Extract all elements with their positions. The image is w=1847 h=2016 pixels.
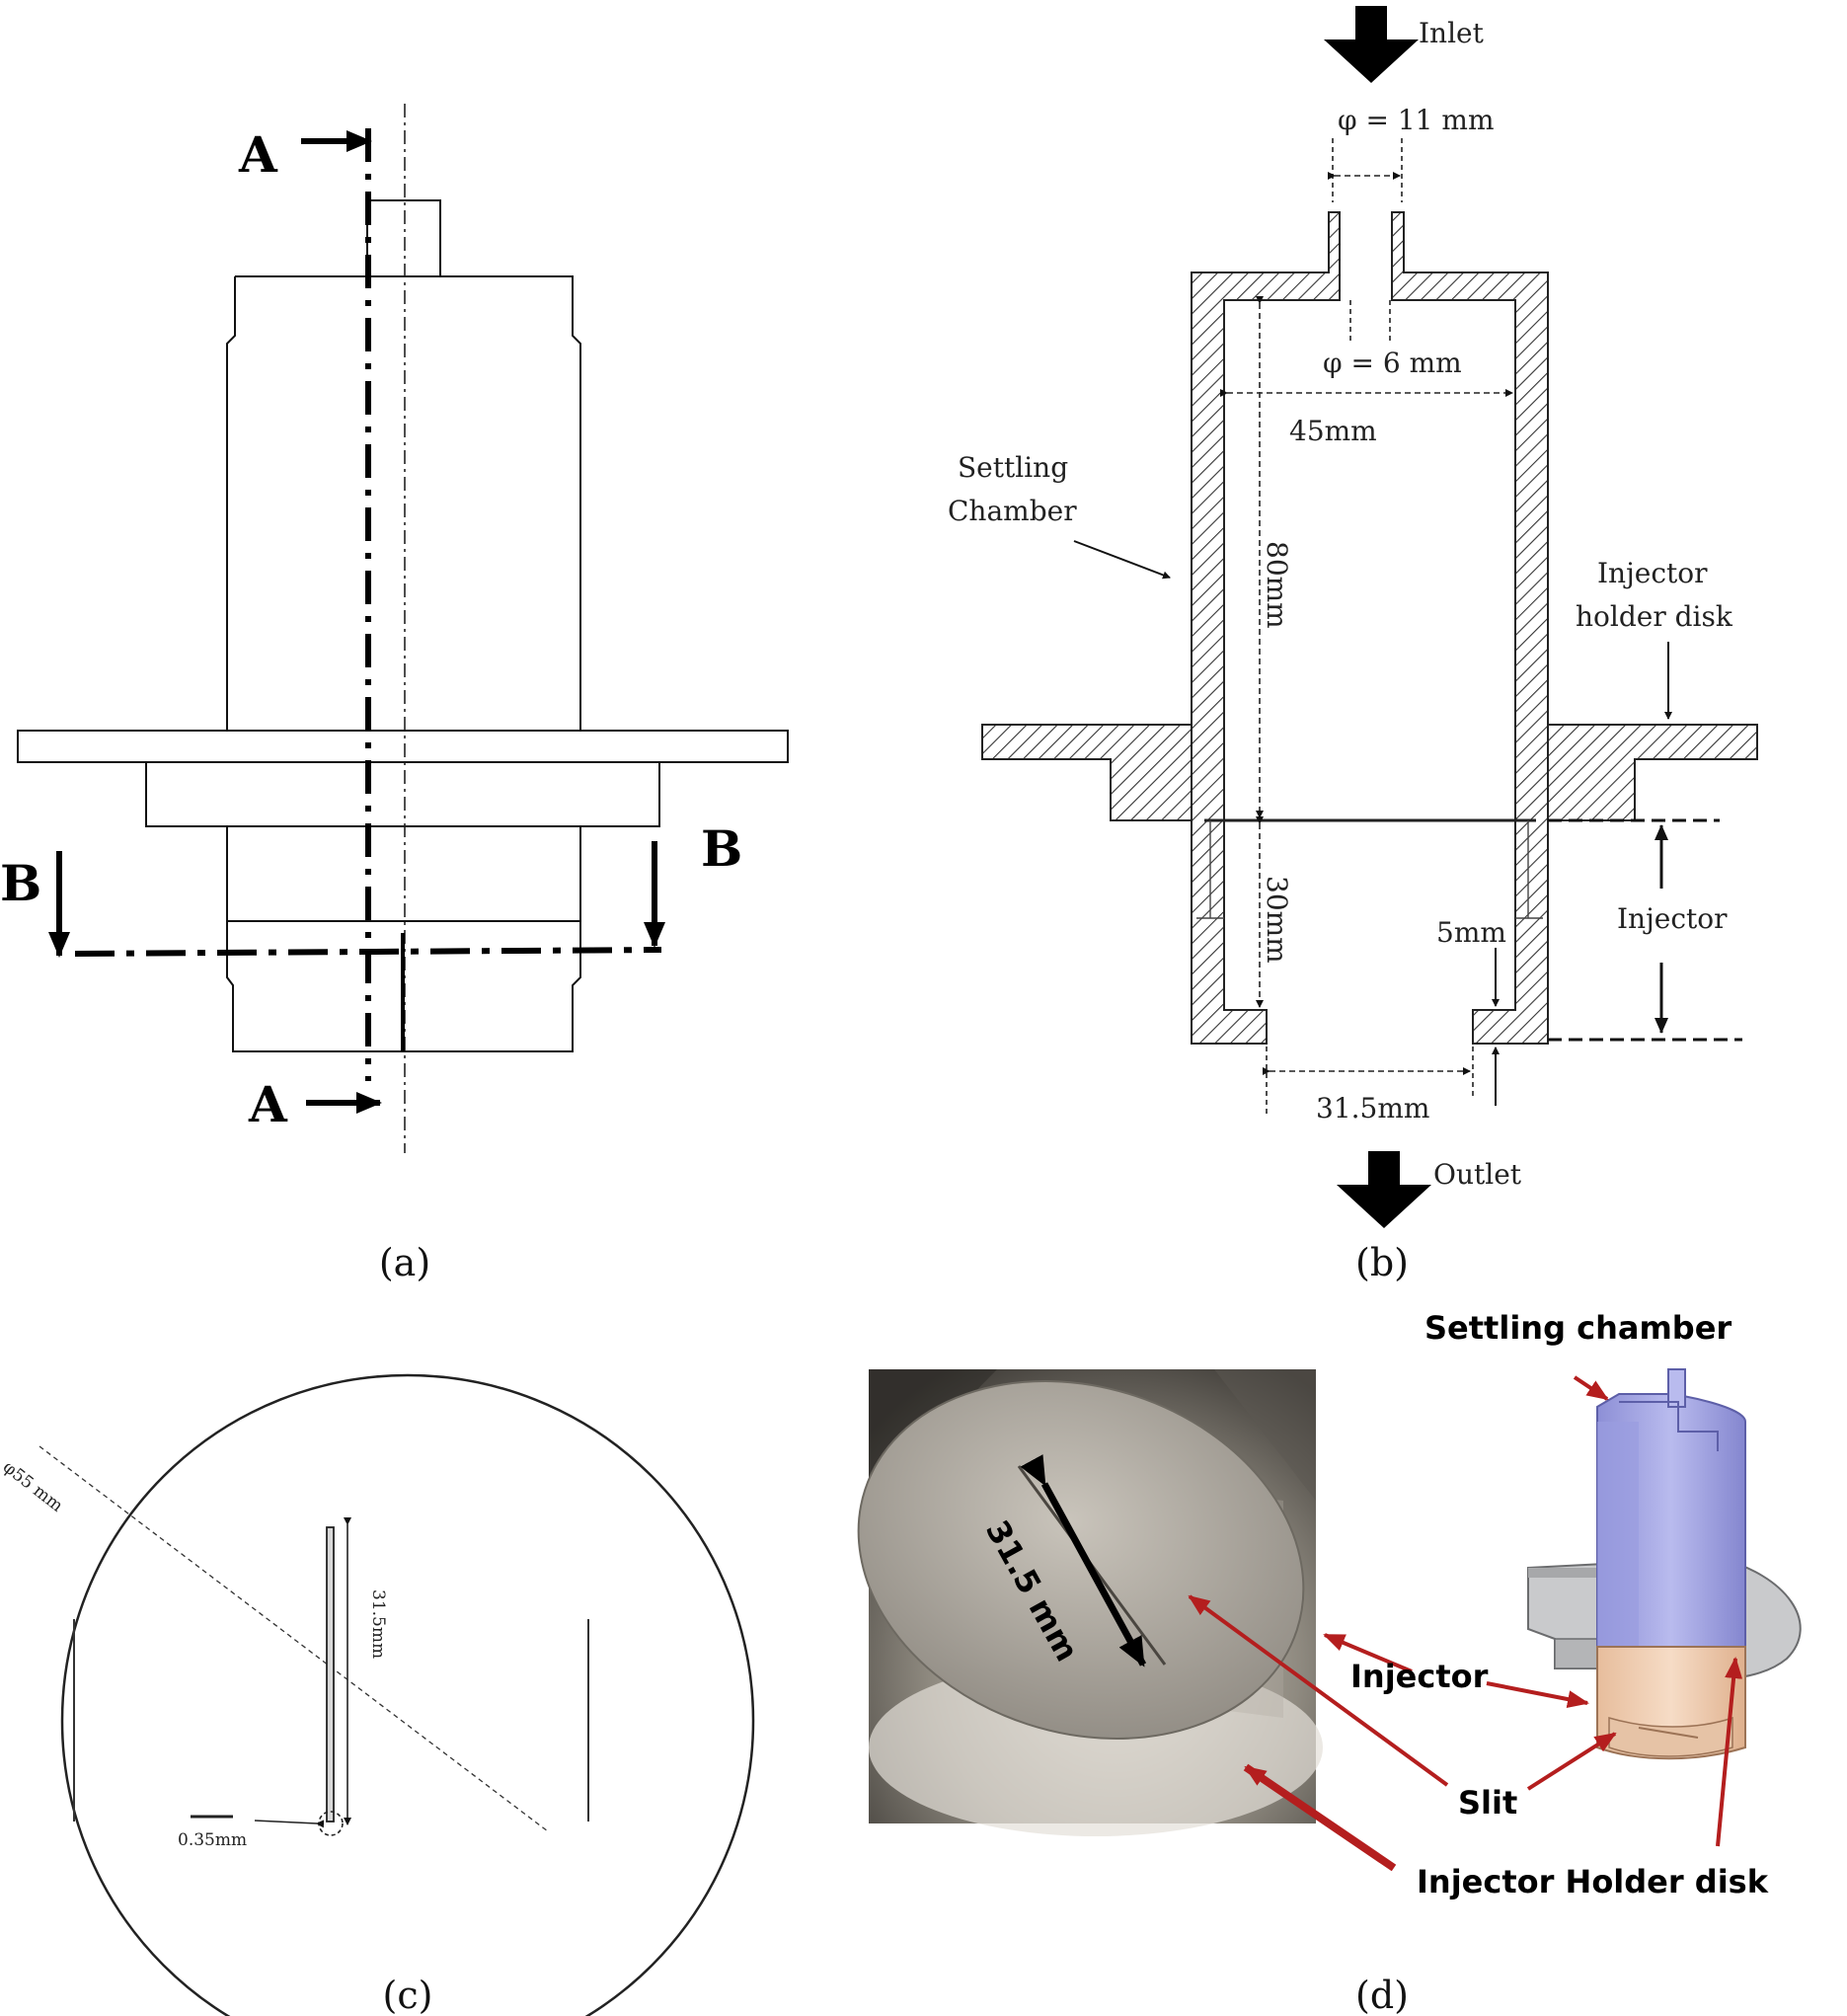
lower-body-outline — [226, 826, 581, 922]
outlet-label: Outlet — [1433, 1158, 1522, 1191]
injector-label-b: Injector — [1617, 902, 1728, 935]
dim-width: 45mm — [1289, 415, 1377, 447]
holder-disk-label-d: Injector Holder disk — [1417, 1863, 1769, 1900]
chamber-wall-right — [1391, 211, 1549, 1045]
slit-width-leader — [254, 1820, 325, 1828]
flange-collar-outline — [145, 761, 660, 827]
panel-b-drawing — [981, 6, 1758, 1228]
outlet-arrow-icon — [1337, 1151, 1431, 1228]
dim-slit-width-c: 0.35mm — [178, 1830, 247, 1850]
holder-disk-label-2: holder disk — [1576, 600, 1733, 633]
top-nozzle-outline — [366, 199, 441, 276]
settling-chamber-label-d: Settling chamber — [1424, 1309, 1732, 1347]
caption-d: (d) — [1355, 1974, 1409, 2016]
inlet-label: Inlet — [1419, 17, 1485, 49]
injector-label-d: Injector — [1350, 1658, 1489, 1695]
section-label-b-left: B — [0, 854, 41, 912]
injector-photo — [857, 1369, 1323, 1836]
panel-c-drawing — [38, 1373, 755, 2016]
dim-bottom-thickness: 5mm — [1436, 916, 1506, 949]
dim-slit-length-c: 31.5mm — [368, 1590, 388, 1659]
settling-chamber-label-1: Settling — [958, 451, 1068, 484]
dim-inlet-outer: φ = 11 mm — [1338, 104, 1495, 136]
cad-cutaway — [1527, 1368, 1802, 1760]
section-label-a-top: A — [238, 125, 278, 184]
holder-disk-right — [1547, 724, 1758, 821]
section-line-b — [74, 947, 662, 957]
holder-disk-left — [981, 724, 1193, 821]
upper-body-outline — [226, 275, 581, 731]
settling-chamber-label-2: Chamber — [948, 495, 1077, 527]
slit — [326, 1526, 335, 1822]
dim-height-chamber: 80mm — [1261, 541, 1293, 629]
slit-label-d: Slit — [1458, 1784, 1517, 1822]
holder-disk-label-1: Injector — [1597, 557, 1708, 589]
holder-flange-outline — [17, 730, 789, 763]
dim-diameter-c: φ55 mm — [0, 1457, 66, 1516]
section-label-a-bottom: A — [248, 1075, 288, 1133]
dim-outlet-width: 31.5mm — [1316, 1092, 1429, 1124]
dim-height-injector: 30mm — [1261, 876, 1293, 964]
caption-b: (b) — [1355, 1241, 1409, 1284]
dim-inlet-inner: φ = 6 mm — [1323, 347, 1462, 379]
section-label-b-right: B — [701, 819, 742, 878]
inlet-arrow-icon — [1324, 6, 1419, 83]
panel-a-drawing — [17, 104, 789, 1153]
caption-a: (a) — [379, 1241, 430, 1284]
injector-face-circle — [60, 1373, 755, 2016]
photo-dim-arrow — [1020, 1454, 1147, 1667]
caption-c: (c) — [383, 1974, 433, 2016]
red-annotations — [1188, 1375, 1743, 1872]
